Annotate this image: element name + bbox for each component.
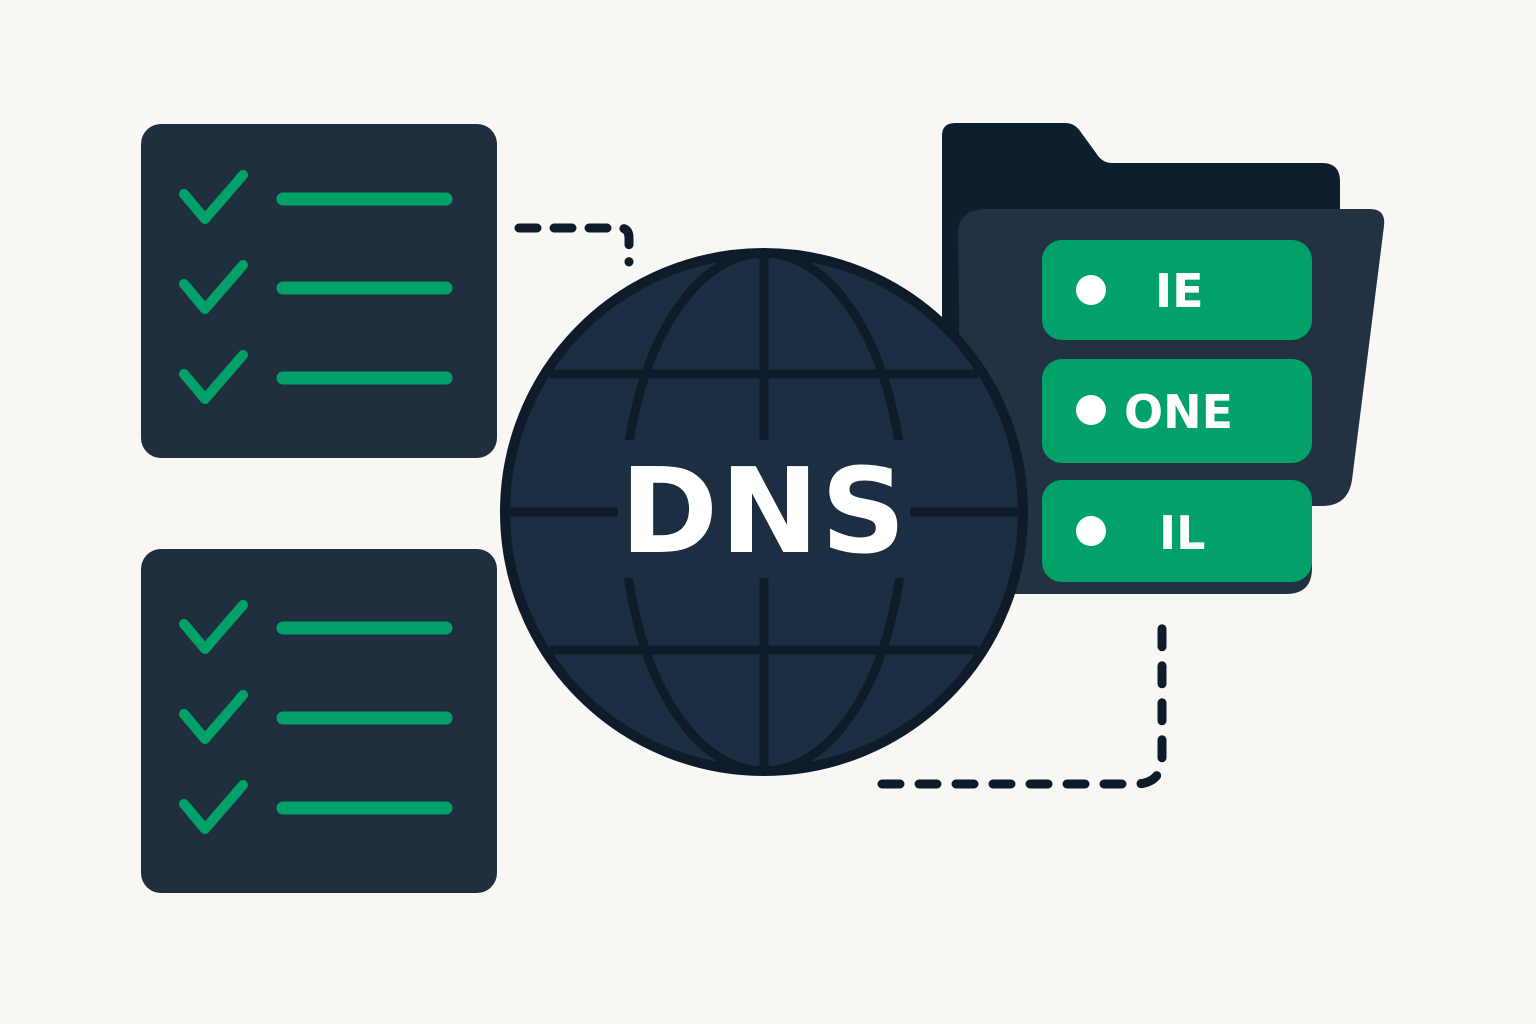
checklist-panel-2 [141, 549, 497, 893]
checklist-item [179, 600, 453, 654]
record-tag-1: IE [1042, 240, 1312, 340]
checklist-item [179, 170, 453, 224]
check-icon [179, 780, 248, 834]
check-icon [179, 170, 248, 224]
record-tag-3: IL [1042, 480, 1312, 582]
check-icon [179, 600, 248, 654]
dns-label: DNS [620, 442, 908, 580]
tag-label: IL [1159, 506, 1205, 560]
tag-label: ONE [1124, 385, 1233, 439]
globe-icon: DNS [500, 248, 1028, 776]
checklist-panel-1 [141, 124, 497, 458]
connectors [514, 223, 1167, 789]
globe-label-plate [618, 440, 910, 578]
tag-label: IE [1155, 264, 1204, 318]
connector-bottom [877, 609, 1167, 789]
check-icon [179, 690, 248, 744]
checklist-item [179, 690, 453, 744]
checklist-item [179, 780, 453, 834]
dot-icon [1076, 275, 1106, 305]
dot-icon [1076, 395, 1106, 425]
checklist-item [179, 260, 453, 314]
checklist-item [179, 350, 453, 404]
connector-top [514, 223, 634, 267]
check-icon [179, 350, 248, 404]
record-tag-2: ONE [1042, 359, 1312, 463]
dot-icon [1076, 516, 1106, 546]
check-icon [179, 260, 248, 314]
